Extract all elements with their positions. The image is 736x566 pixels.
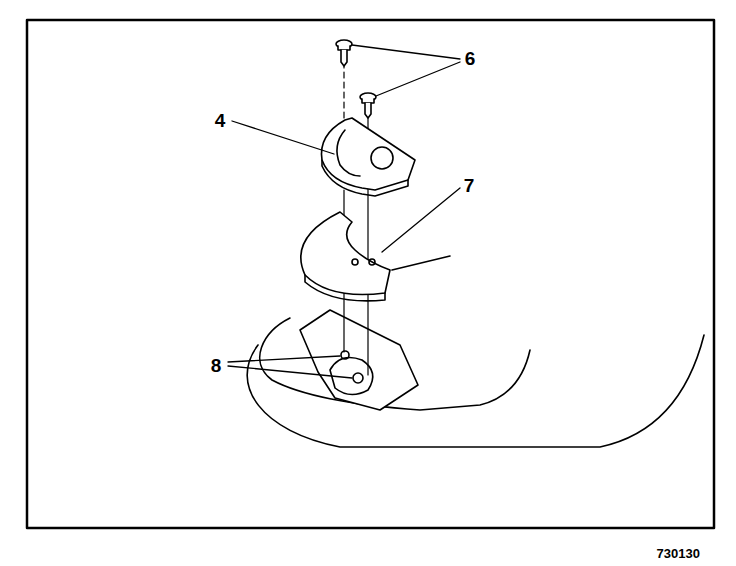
frame <box>27 20 714 528</box>
callout-number: 6 <box>465 49 476 68</box>
screws <box>336 40 376 118</box>
body-panel <box>247 310 704 447</box>
shim <box>301 212 450 301</box>
callout-number: 7 <box>464 176 475 195</box>
bracket <box>321 118 415 196</box>
leader-lines <box>228 45 460 378</box>
callout-number: 8 <box>211 356 222 375</box>
callout-number: 4 <box>215 111 226 130</box>
figure-number: 730130 <box>657 547 700 560</box>
